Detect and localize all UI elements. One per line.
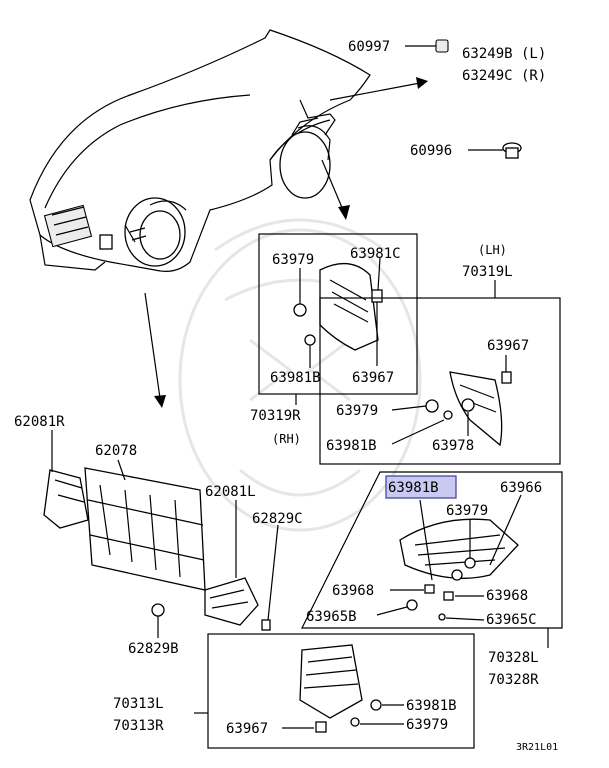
callout-63979-bottom: 63979 (406, 717, 448, 733)
rh-splash-shield (293, 263, 383, 351)
callout-70319l: 70319L (462, 264, 513, 280)
callout-62081l: 62081L (205, 484, 256, 500)
callout-70328l: 70328L (488, 650, 539, 666)
duct-leaders (51, 430, 279, 638)
callout-63966: 63966 (500, 480, 542, 496)
callout-63979-lh: 63979 (336, 403, 378, 419)
callout-63981c: 63981C (350, 246, 401, 262)
label-lh: (LH) (478, 243, 507, 257)
mid-splash-shield (399, 518, 519, 621)
callout-70319r: 70319R (250, 408, 301, 424)
bottom-leaders (194, 704, 404, 729)
headlight-assembly (43, 204, 113, 250)
bottom-splash-shield (299, 644, 382, 733)
callout-62829b: 62829B (128, 641, 179, 657)
callout-62078: 62078 (95, 443, 137, 459)
bottom-group-box (207, 633, 475, 749)
callout-70313l: 70313L (113, 696, 164, 712)
front-wheel-house (124, 197, 187, 267)
callout-62829c: 62829C (252, 511, 303, 527)
callout-63979-mid: 63979 (446, 503, 488, 519)
callout-63981b-bottom: 63981B (406, 698, 457, 714)
callout-70313r: 70313R (113, 718, 164, 734)
highlight-63981b (385, 475, 457, 499)
hose-leaders (405, 45, 503, 151)
callout-62081r: 62081R (14, 414, 65, 430)
rh-leaders (299, 257, 381, 368)
mid-group-box (301, 471, 563, 629)
callout-63968-b: 63968 (486, 588, 528, 604)
callout-63981b-rh: 63981B (270, 370, 321, 386)
callout-63967-lh: 63967 (487, 338, 529, 354)
callout-63981b-lh: 63981B (326, 438, 377, 454)
callout-60997: 60997 (348, 39, 390, 55)
label-rh: (RH) (272, 432, 301, 446)
callout-63968-a: 63968 (332, 583, 374, 599)
rh-group-box (258, 233, 418, 395)
callout-63965c: 63965C (486, 612, 537, 628)
diagram-code: 3R21L01 (516, 742, 558, 753)
callout-63249c: 63249C (R) (462, 68, 546, 84)
callout-70328r: 70328R (488, 672, 539, 688)
callout-60996: 60996 (410, 143, 452, 159)
callout-63965b: 63965B (306, 609, 357, 625)
callout-63978: 63978 (432, 438, 474, 454)
lh-splash-shield (425, 371, 512, 447)
callout-63249b: 63249B (L) (462, 46, 546, 62)
lh-group-box (319, 297, 561, 465)
duct-62081r (43, 469, 89, 529)
callout-63981b-highlighted[interactable]: 63981B (388, 480, 439, 496)
lh-leaders (391, 355, 507, 445)
callout-63967-rh: 63967 (352, 370, 394, 386)
duct-62081l (204, 577, 271, 631)
rear-wheel-house (279, 117, 331, 199)
pointer-arrows (144, 77, 428, 408)
hose-assembly (435, 39, 522, 159)
callout-63979-rh: 63979 (272, 252, 314, 268)
duct-frame-62078 (84, 467, 206, 617)
callout-63967-bottom: 63967 (226, 721, 268, 737)
mid-leaders (376, 494, 549, 648)
